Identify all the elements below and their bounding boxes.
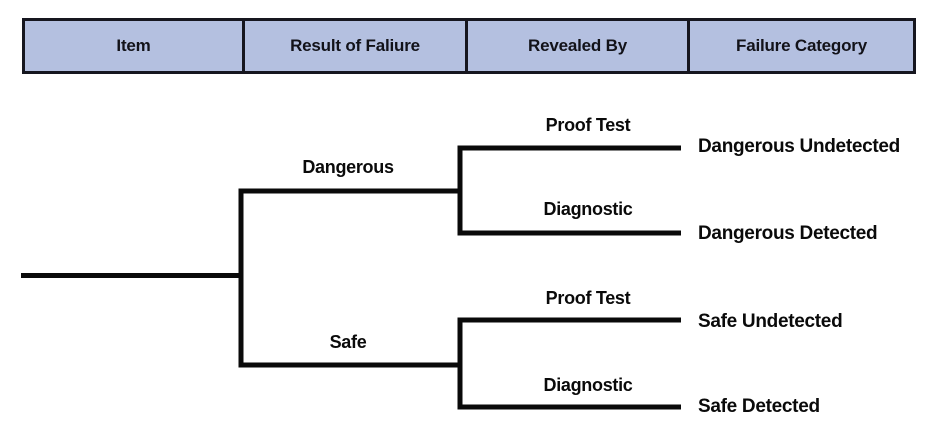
branch-label-dangerous: Dangerous — [302, 157, 394, 177]
revealed-by-label-safe-proof-test: Proof Test — [545, 288, 631, 308]
failure-category-safe-undetected: Safe Undetected — [698, 311, 843, 332]
failure-category-dangerous-undetected: Dangerous Undetected — [698, 136, 900, 157]
column-header-table: Item Result of Faliure Revealed By Failu… — [22, 18, 916, 74]
header-cell-item: Item — [25, 21, 245, 71]
header-cell-result-of-failure: Result of Faliure — [245, 21, 468, 71]
branch-label-safe: Safe — [329, 332, 367, 352]
revealed-by-label-safe-diagnostic: Diagnostic — [543, 375, 633, 395]
failure-category-safe-detected: Safe Detected — [698, 396, 820, 417]
header-cell-failure-category: Failure Category — [690, 21, 913, 71]
revealed-by-label-dangerous-proof-test: Proof Test — [545, 115, 631, 135]
failure-category-dangerous-detected: Dangerous Detected — [698, 223, 878, 244]
header-cell-revealed-by: Revealed By — [468, 21, 690, 71]
revealed-by-label-dangerous-diagnostic: Diagnostic — [543, 199, 633, 219]
